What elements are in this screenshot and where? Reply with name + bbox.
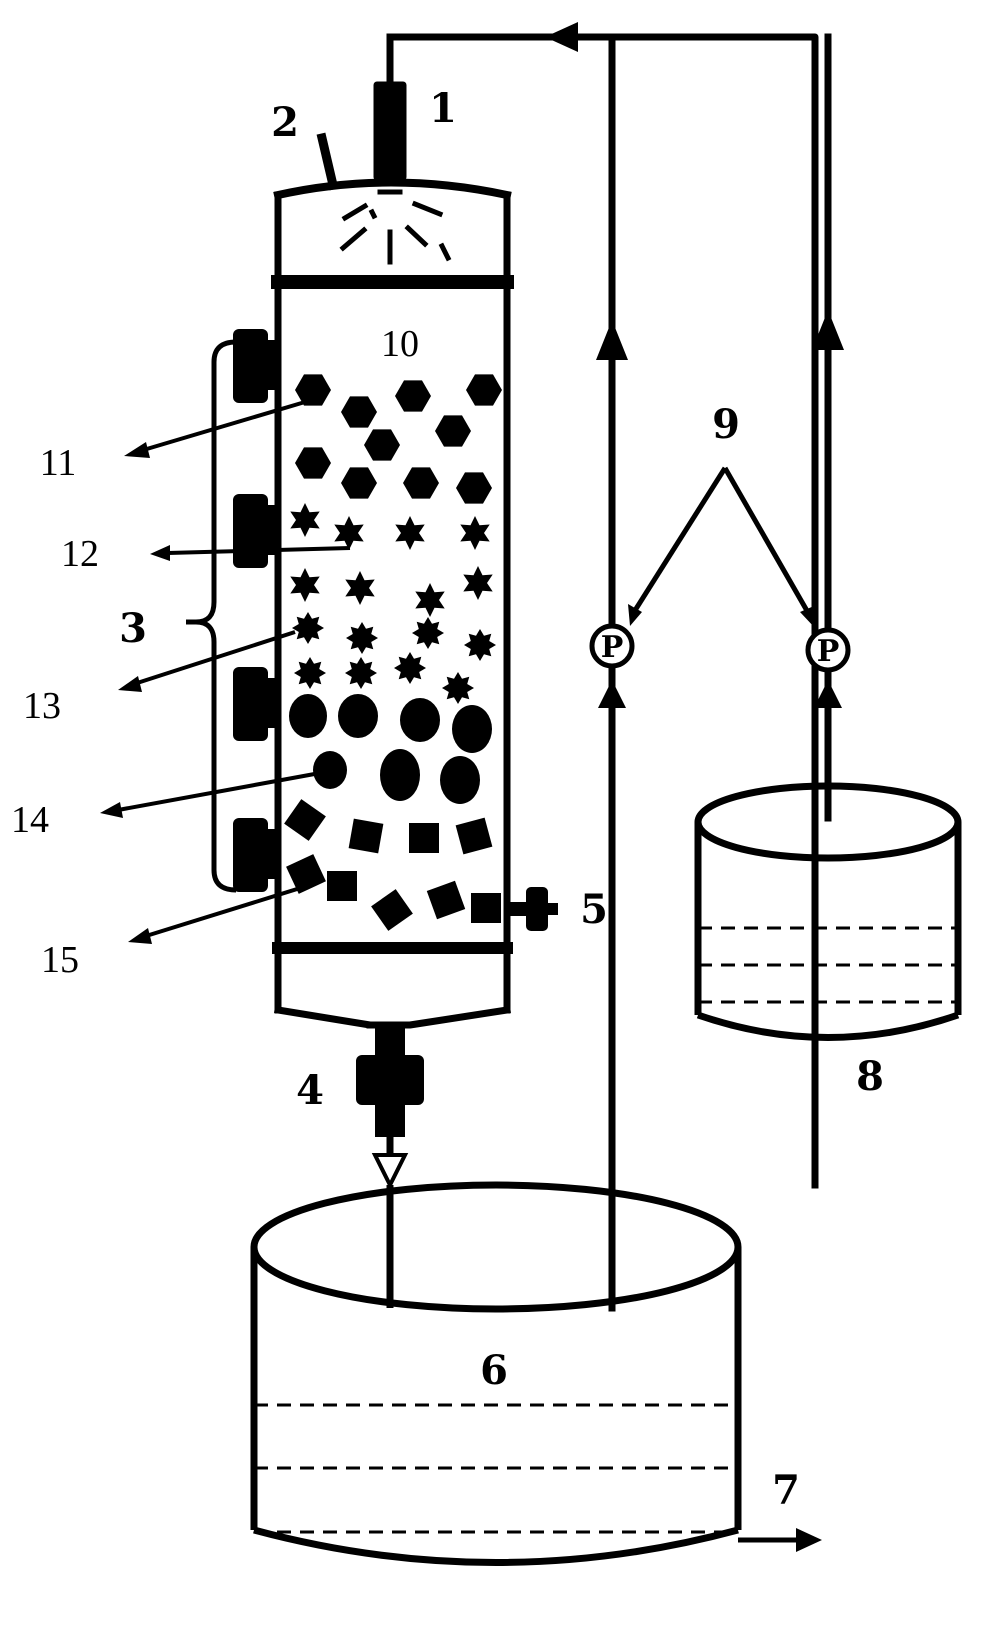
label-7: 7 (772, 1467, 800, 1514)
vent-pipe (316, 132, 339, 191)
square-media-layer (284, 799, 501, 931)
feed-up-arrow (812, 310, 844, 350)
label-12: 12 (61, 533, 99, 575)
pump-right: P (805, 627, 851, 673)
port-brace (186, 339, 237, 893)
top-flow-arrow (545, 22, 578, 52)
feed-tank (694, 782, 962, 1041)
spray-droplets (339, 189, 452, 265)
pump-left: P (589, 623, 635, 669)
spray-nozzle (373, 33, 407, 181)
label-6: 6 (480, 1347, 508, 1394)
recycle-up-arrow (596, 320, 628, 360)
six-point-star-layer (290, 503, 493, 617)
eight-point-star-layer (292, 612, 496, 704)
port-3 (233, 667, 268, 741)
label-4: 4 (296, 1067, 324, 1114)
label-1: 1 (429, 85, 457, 132)
collection-tank (250, 1181, 742, 1566)
port-4 (233, 818, 268, 892)
label-3: 3 (119, 605, 147, 652)
side-valve (505, 887, 558, 931)
bottom-valve (356, 1025, 424, 1190)
pump-right-symbol: P (817, 634, 840, 669)
label-15: 15 (41, 939, 79, 981)
pump-left-symbol: P (601, 630, 624, 665)
pump-pointer-lines (628, 466, 815, 628)
hexagon-media-layer (295, 374, 502, 504)
label-9: 9 (712, 401, 740, 448)
flow-arrows (545, 22, 844, 708)
label-14: 14 (11, 799, 49, 841)
return-piping (386, 33, 819, 1189)
label-11: 11 (40, 442, 77, 484)
sampling-ports (233, 329, 280, 892)
label-5: 5 (580, 886, 608, 933)
label-2: 2 (271, 99, 299, 146)
ellipse-media-layer (289, 694, 492, 804)
leader-lines (100, 400, 351, 944)
port-1 (233, 329, 268, 403)
label-8: 8 (856, 1053, 884, 1100)
label-13: 13 (23, 685, 61, 727)
label-10: 10 (381, 323, 419, 365)
pump-inlet-arrow-left (598, 680, 626, 708)
outlet-pipe (738, 1528, 822, 1552)
pump-inlet-arrow-right (814, 680, 842, 708)
